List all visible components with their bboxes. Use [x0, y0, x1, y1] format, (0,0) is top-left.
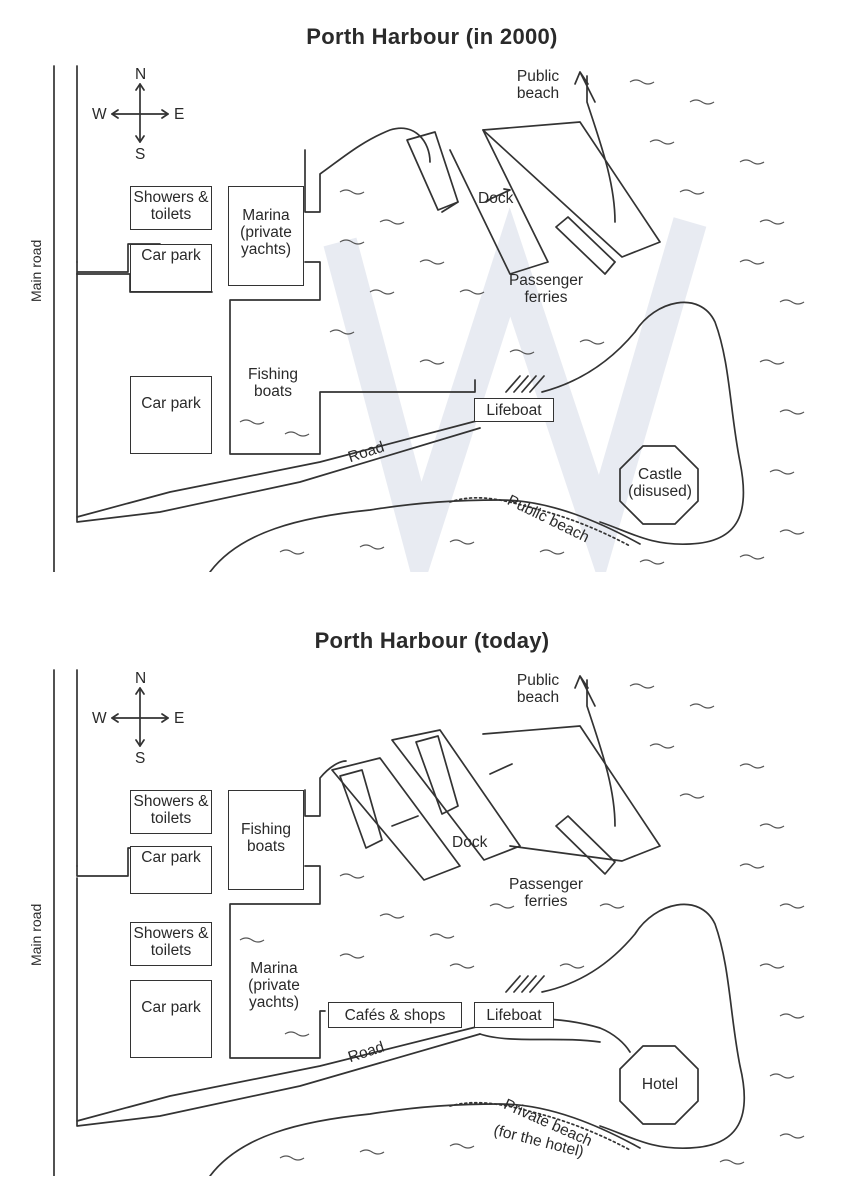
- boat-icon: [406, 131, 459, 213]
- map-2000: Main road N S E W Showers & toilets Car …: [28, 62, 824, 572]
- compass-e: E: [174, 710, 185, 727]
- main-road-label: Main road: [28, 239, 44, 302]
- passenger-ferries-label: Passenger ferries: [508, 876, 584, 910]
- fishing-boats-label: Fishing boats: [248, 366, 298, 400]
- compass-s: S: [135, 146, 146, 163]
- lifeboat-box: Lifeboat: [474, 398, 554, 422]
- compass-icon: [111, 687, 169, 747]
- dock-label: Dock: [452, 834, 488, 851]
- car-park-top-box: Car park: [130, 244, 212, 292]
- car-park-bottom-box: Car park: [130, 980, 212, 1058]
- map-2000-drawing: [53, 65, 805, 572]
- dock-label: Dock: [478, 190, 514, 207]
- compass-e: E: [174, 106, 185, 123]
- map-today-title: Porth Harbour (today): [314, 628, 550, 653]
- boat-icon: [555, 216, 616, 275]
- castle-label: Castle (disused): [628, 466, 692, 500]
- fishing-boats-box: Fishing boats: [228, 790, 304, 890]
- car-park-top-box: Car park: [130, 846, 212, 894]
- showers-toilets-bottom-box: Showers & toilets: [130, 922, 212, 966]
- boat-icon: [415, 735, 459, 815]
- showers-toilets-box: Showers & toilets: [130, 186, 212, 230]
- marina-label: Marina (private yachts): [248, 960, 300, 1011]
- boat-icon: [555, 815, 616, 875]
- water-waves: [239, 683, 805, 1165]
- passenger-ferries-label: Passenger ferries: [508, 272, 584, 306]
- water-waves: [239, 79, 805, 565]
- lifeboat-box: Lifeboat: [474, 1002, 554, 1028]
- castle-icon: [619, 445, 699, 525]
- compass-n: N: [135, 66, 147, 83]
- public-beach-north-label: Public beach: [516, 68, 560, 102]
- public-beach-north-label: Public beach: [516, 672, 560, 706]
- compass-icon: [111, 83, 169, 143]
- boat-icon: [339, 769, 383, 849]
- compass-s: S: [135, 750, 146, 767]
- main-road-label: Main road: [28, 903, 44, 966]
- compass-w: W: [92, 710, 107, 727]
- compass-w: W: [92, 106, 107, 123]
- hotel-icon: [619, 1045, 699, 1125]
- hotel-label: Hotel: [641, 1076, 679, 1093]
- map-today-drawing: [53, 669, 805, 1176]
- car-park-bottom-box: Car park: [130, 376, 212, 454]
- marina-box: Marina (private yachts): [228, 186, 304, 286]
- showers-toilets-top-box: Showers & toilets: [130, 790, 212, 834]
- map-2000-title: Porth Harbour (in 2000): [306, 24, 558, 49]
- compass-n: N: [135, 670, 147, 687]
- map-today: Main road N S E W Showers & toilets Car …: [28, 666, 824, 1176]
- cafes-shops-box: Cafés & shops: [328, 1002, 462, 1028]
